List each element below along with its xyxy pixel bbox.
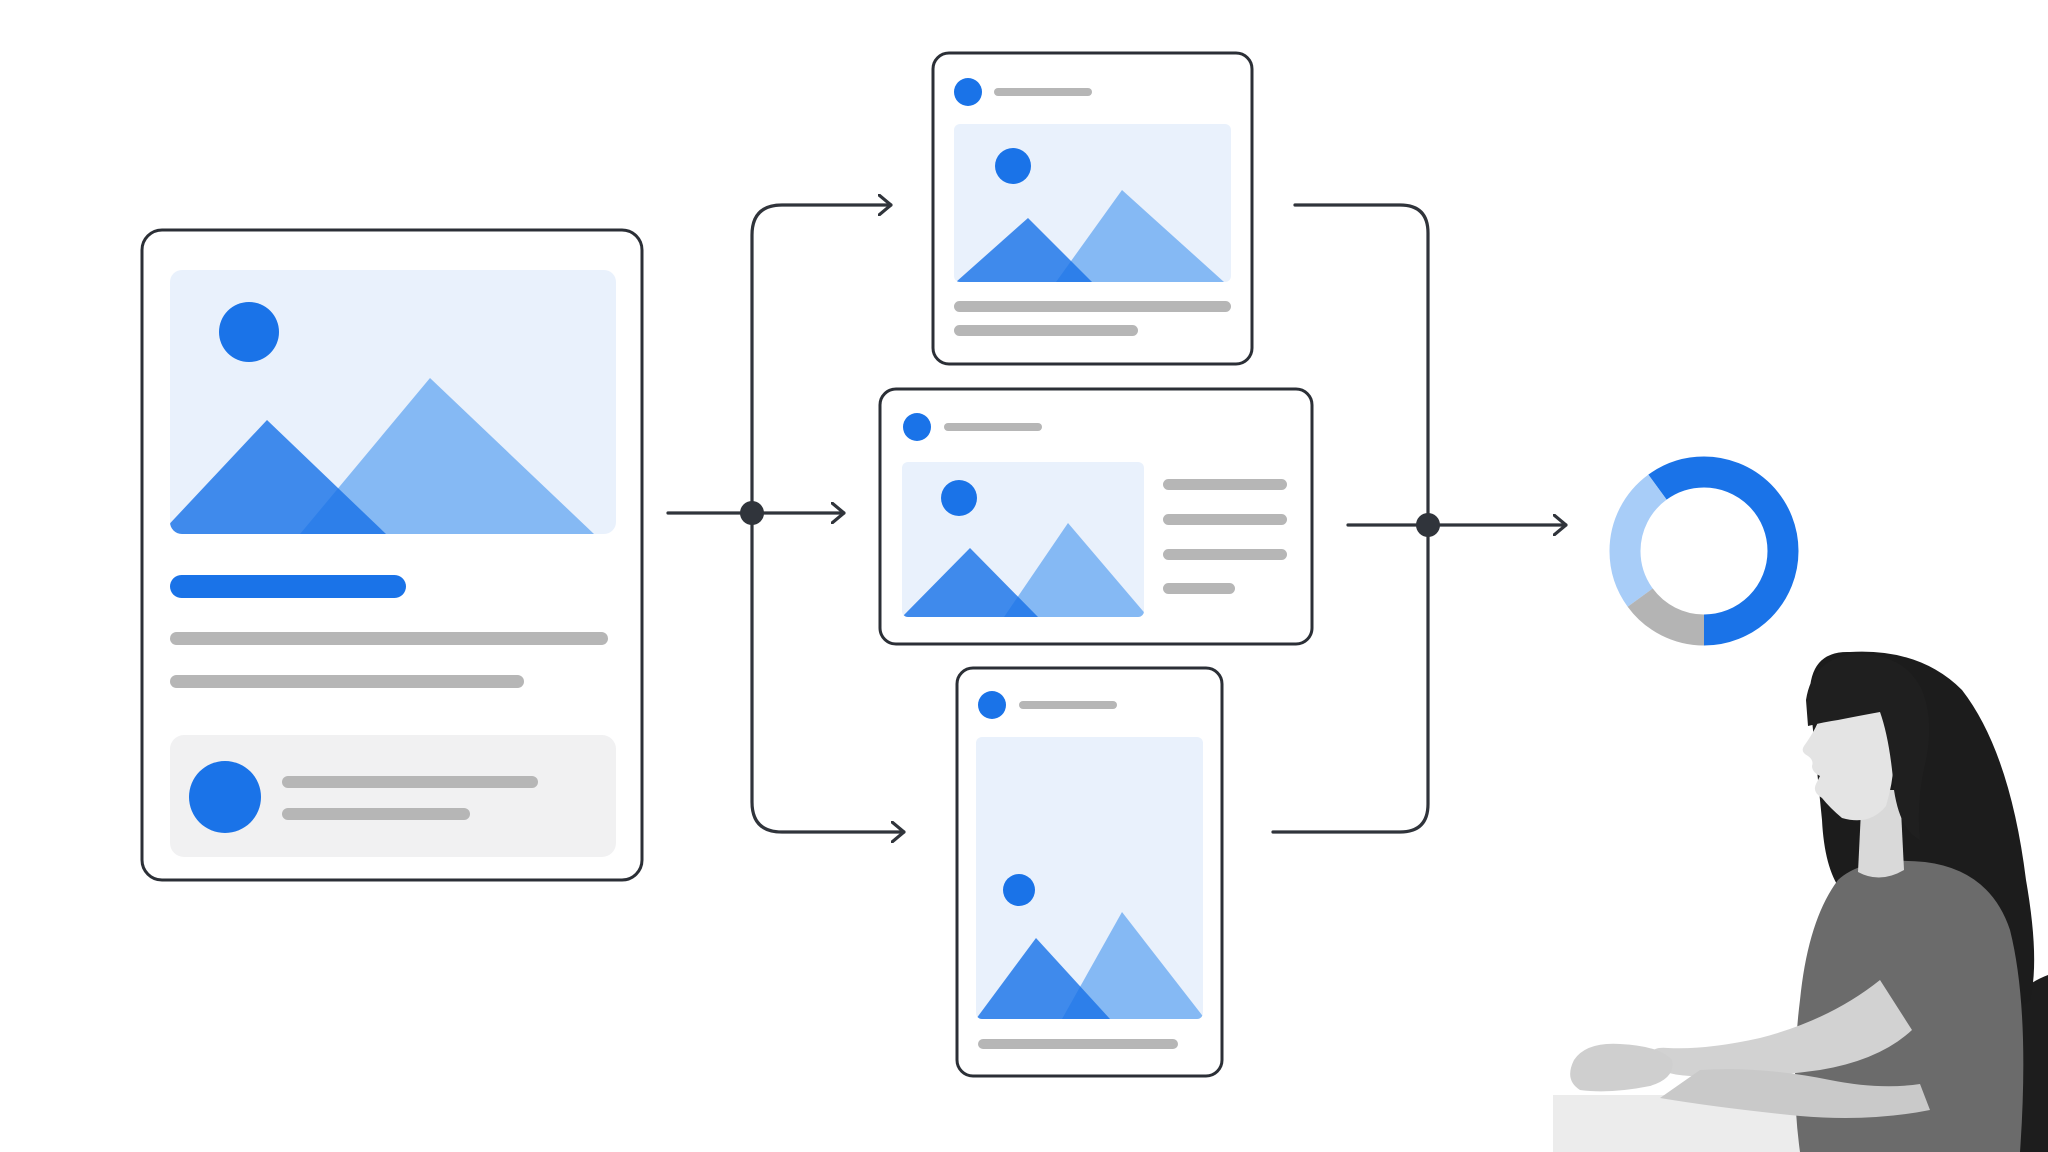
variant-text-line	[1163, 514, 1287, 525]
variant-text-line	[1163, 583, 1235, 594]
forearm	[1649, 980, 1912, 1078]
variant-text-line	[994, 88, 1092, 96]
source-card	[140, 228, 644, 882]
person-at-desk-illustration	[1553, 651, 2048, 1152]
face	[1802, 697, 1895, 821]
hands	[1570, 1043, 1673, 1092]
fan-out-connector	[666, 205, 906, 832]
avatar-icon	[189, 761, 261, 833]
source-text-line	[282, 808, 470, 820]
variant-text-line	[954, 301, 1231, 312]
variant-card-portrait	[955, 666, 1224, 1078]
donut-segment-3	[1609, 456, 1799, 646]
variant-card-landscape	[878, 387, 1314, 646]
merge-node	[1416, 513, 1440, 537]
image-placeholder-icon	[170, 270, 616, 534]
hair-bangs	[1806, 653, 1930, 840]
variant-text-line	[1163, 479, 1287, 490]
shirt	[1795, 860, 2024, 1152]
source-title-bar	[170, 575, 406, 598]
avatar-icon	[903, 413, 931, 441]
source-text-line	[170, 675, 524, 688]
image-placeholder-icon	[954, 124, 1231, 282]
donut-segment-2	[1609, 456, 1799, 646]
donut-chart-icon	[1609, 456, 1799, 646]
image-placeholder-icon	[902, 462, 1144, 617]
source-author-panel	[170, 735, 616, 857]
source-text-line	[170, 632, 608, 645]
avatar-icon	[954, 78, 982, 106]
avatar-icon	[978, 691, 1006, 719]
image-placeholder-icon	[976, 737, 1203, 1019]
variant-card-square	[931, 51, 1254, 366]
variant-text-line	[978, 1039, 1178, 1049]
variant-text-line	[944, 423, 1042, 431]
source-text-line	[282, 776, 538, 788]
split-node	[740, 501, 764, 525]
forearm	[1660, 1069, 1930, 1118]
variant-text-line	[1163, 549, 1287, 560]
variant-text-line	[1019, 701, 1117, 709]
variant-text-line	[954, 325, 1138, 336]
